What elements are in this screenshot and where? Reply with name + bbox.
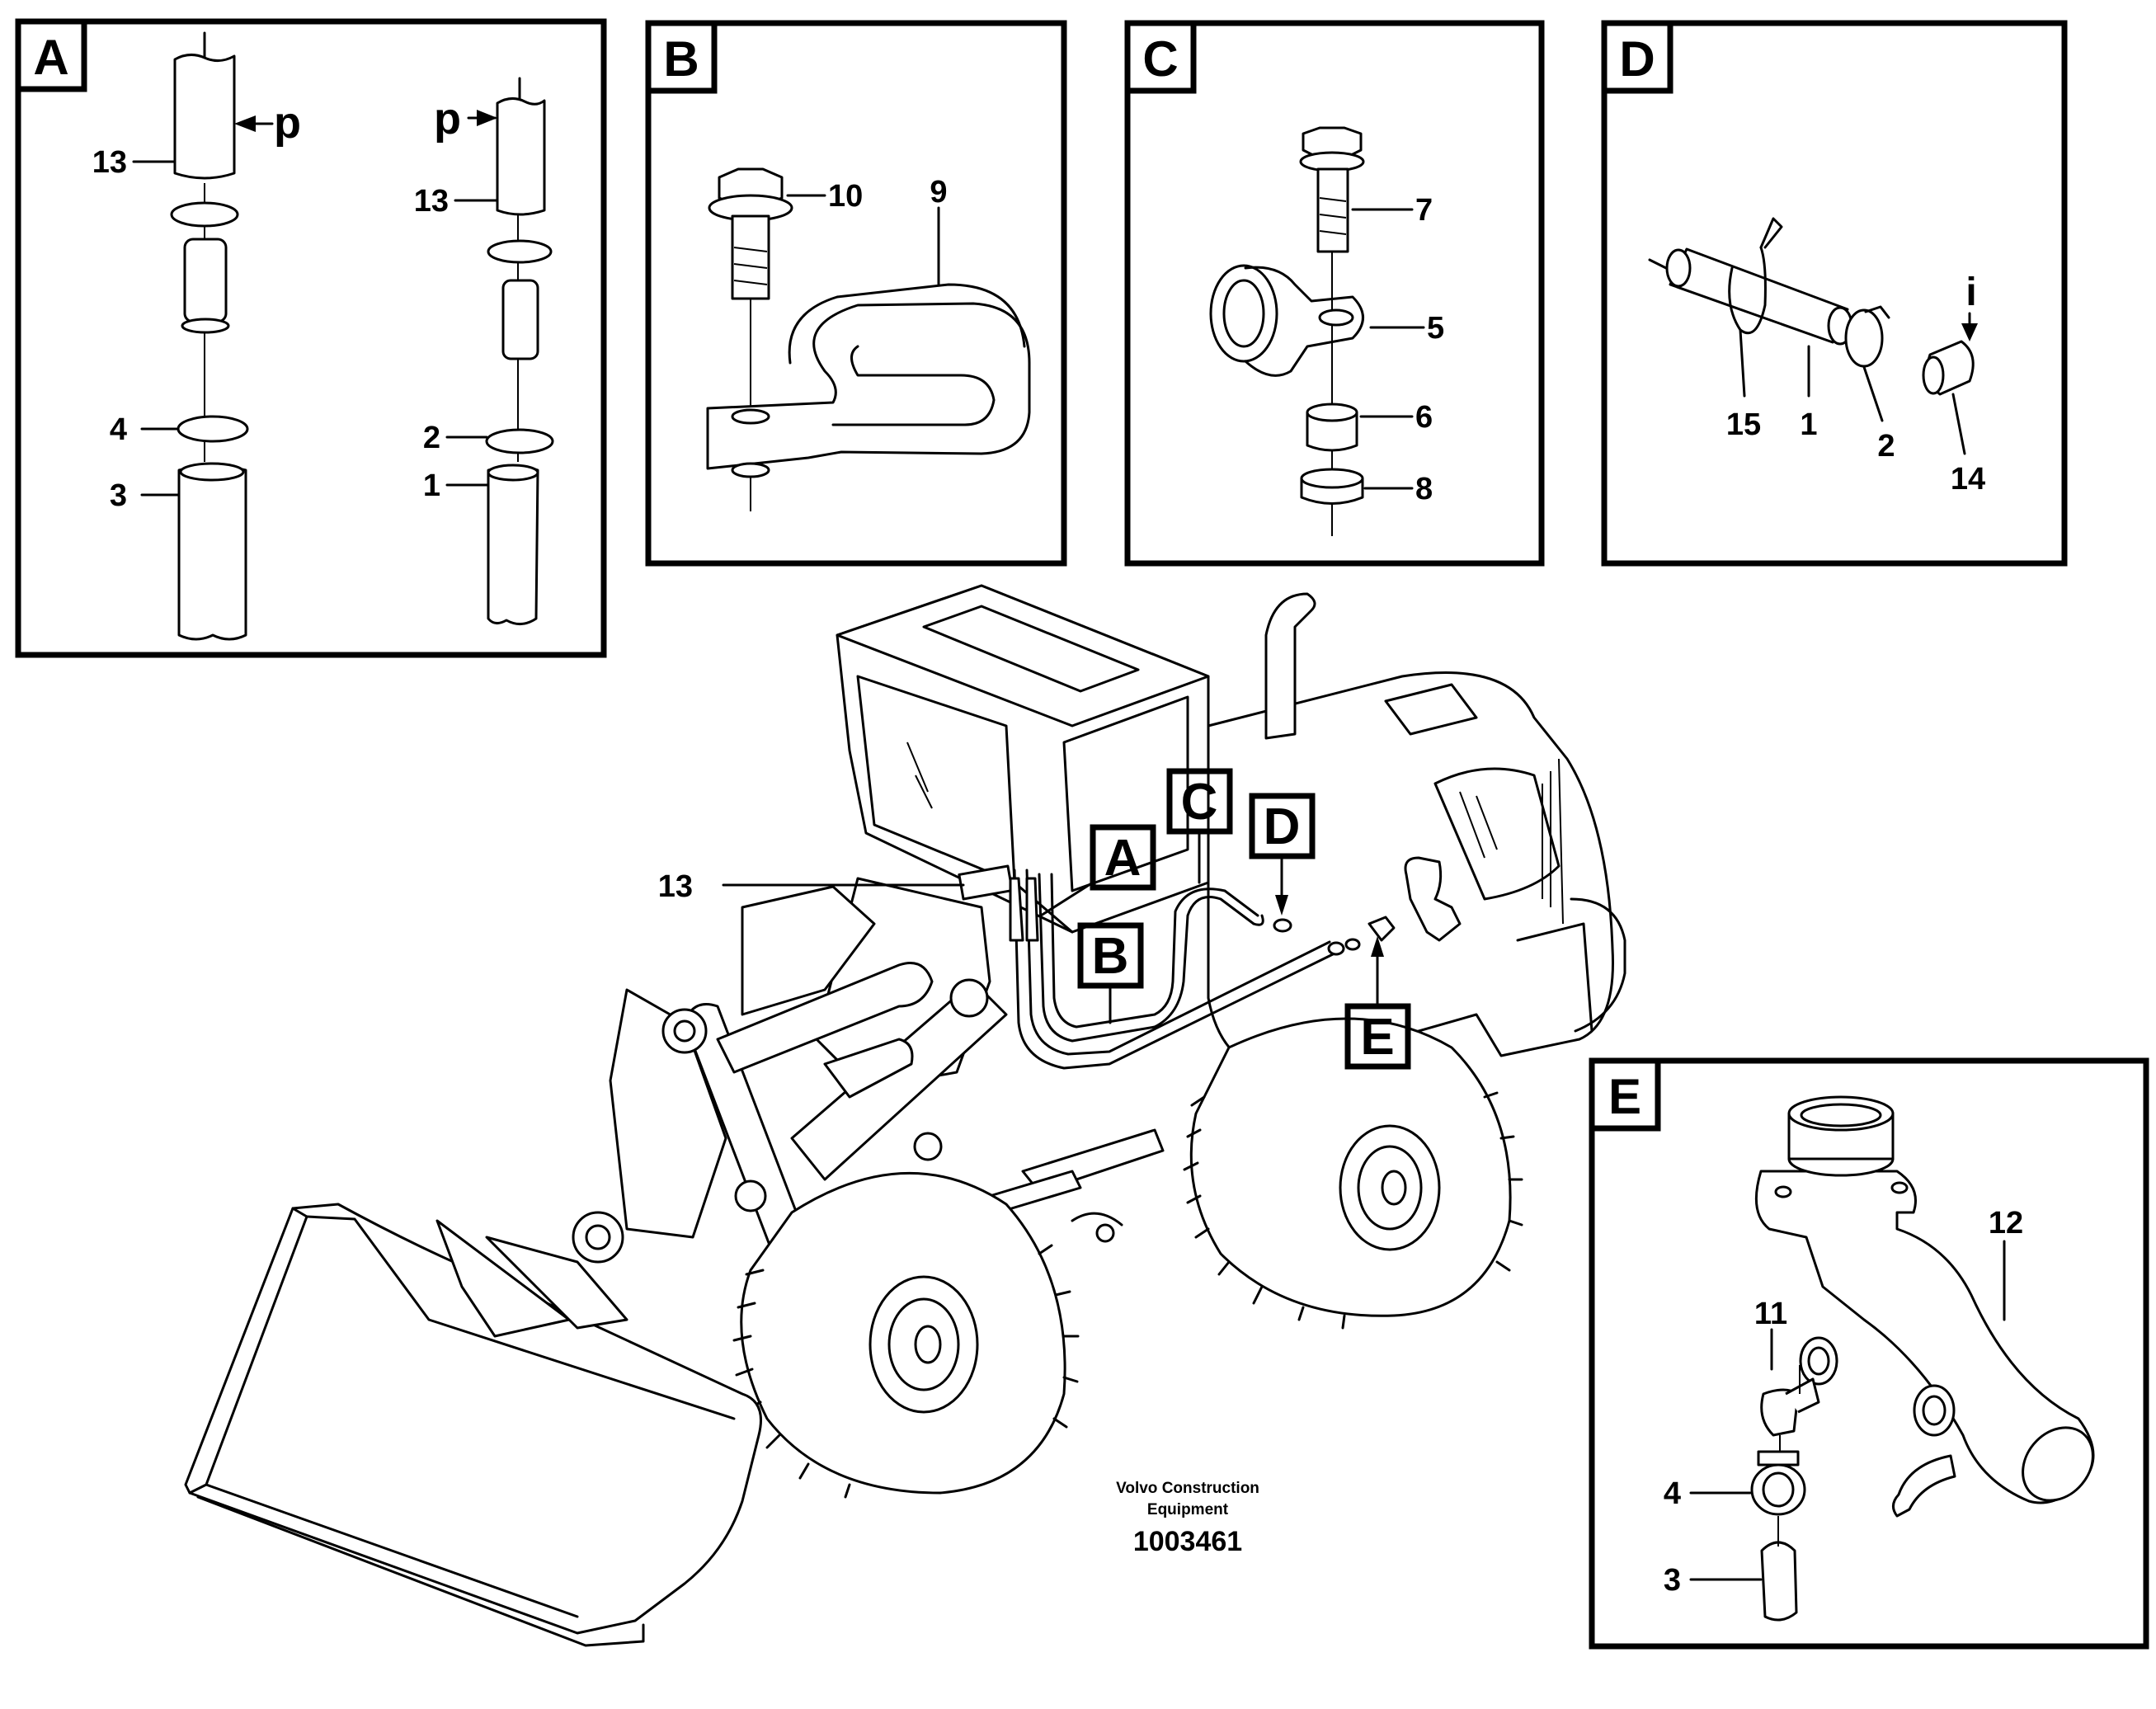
label-c-7: 7 <box>1415 193 1433 228</box>
callout-c: C <box>1166 768 1233 884</box>
label-a-1: 1 <box>423 468 440 503</box>
panel-e: E <box>1589 1057 2149 1650</box>
callout-b: B <box>1077 922 1144 1024</box>
panel-a: A <box>15 18 607 658</box>
panel-e-letter: E <box>1608 1069 1641 1124</box>
callout-d: D <box>1249 793 1316 916</box>
label-d-i: i <box>1965 271 1976 314</box>
label-a-13-right: 13 <box>414 184 449 219</box>
panel-b: B 10 9 <box>645 20 1067 567</box>
bolt-10 <box>708 167 793 511</box>
label-c-5: 5 <box>1427 311 1444 346</box>
panel-d: D i 15 1 2 14 <box>1601 20 2068 567</box>
label-e-12: 12 <box>1989 1206 2023 1241</box>
hose-1 <box>487 464 539 625</box>
drawing-number: 1003461 <box>1133 1526 1242 1557</box>
hose-3-e <box>1760 1541 1798 1622</box>
company-line-1: Volvo Construction <box>1116 1480 1259 1497</box>
company-line-2: Equipment <box>1147 1501 1229 1518</box>
panel-d-frame <box>1601 20 2068 567</box>
label-d-1: 1 <box>1800 407 1817 442</box>
label-b-9: 9 <box>930 175 947 210</box>
panel-b-letter-box <box>645 20 718 94</box>
panel-a-left-assembly <box>170 31 249 641</box>
panel-a-right-assembly <box>485 77 554 625</box>
label-a-p-right: p <box>434 94 461 144</box>
panel-a-letter-box <box>15 18 87 92</box>
panel-d-letter: D <box>1619 31 1655 87</box>
label-c-8: 8 <box>1415 472 1433 506</box>
callout-e: E <box>1344 936 1411 1070</box>
elbow-12 <box>1754 1095 2095 1518</box>
label-a-2: 2 <box>423 421 440 455</box>
label-d-2: 2 <box>1877 429 1895 464</box>
callout-c-label: C <box>1181 774 1218 831</box>
clamp-5 <box>1209 264 1364 377</box>
clamp-left-upper <box>170 201 239 228</box>
bolt-7 <box>1299 126 1365 536</box>
label-a-p-left: p <box>274 98 301 148</box>
label-e-11: 11 <box>1754 1297 1787 1331</box>
main-label-13: 13 <box>658 869 693 904</box>
hose-1-d <box>1648 247 1853 346</box>
rear-wheel <box>1183 1017 1523 1330</box>
panel-c: C 7 5 6 8 <box>1124 20 1545 567</box>
clamp-4-e <box>1750 1450 1806 1516</box>
label-a-13-left: 13 <box>92 145 127 180</box>
panel-e-letter-box <box>1589 1057 1661 1132</box>
label-d-14: 14 <box>1951 462 1985 497</box>
connector-left <box>183 238 228 323</box>
front-wheel <box>732 1171 1080 1499</box>
connector-right <box>501 279 539 360</box>
exhaust-stack <box>1264 592 1316 740</box>
loader-arms <box>572 877 1165 1305</box>
label-d-15: 15 <box>1726 407 1761 442</box>
clamp-4 <box>177 415 249 443</box>
panel-e-frame <box>1589 1057 2149 1650</box>
panel-c-frame <box>1124 20 1545 567</box>
cab <box>836 584 1210 934</box>
label-a-4: 4 <box>110 412 127 447</box>
bucket <box>184 1203 762 1647</box>
counterweight <box>1570 897 1626 1033</box>
panel-c-letter-box <box>1124 20 1197 94</box>
clamp-2-d <box>1844 305 1890 368</box>
wheel-loader-illustration: A B C D E 13 <box>184 584 1626 1647</box>
label-b-10: 10 <box>828 179 863 214</box>
hose-13-right <box>496 97 546 216</box>
hose-13-left <box>173 54 236 180</box>
clamp-right-upper <box>487 239 553 264</box>
footer: Volvo Construction Equipment 1003461 <box>1116 1480 1259 1557</box>
panel-a-letter: A <box>33 30 68 85</box>
panel-b-frame <box>645 20 1067 567</box>
label-e-3: 3 <box>1664 1563 1681 1598</box>
callout-a: A <box>1039 824 1156 917</box>
callout-e-label: E <box>1360 1009 1394 1066</box>
hose-3 <box>177 464 247 641</box>
hose-routing <box>958 856 1462 1070</box>
callout-a-label: A <box>1104 830 1142 887</box>
label-c-6: 6 <box>1415 400 1433 435</box>
panel-d-letter-box <box>1601 20 1673 94</box>
fitting-11 <box>1760 1365 1820 1452</box>
clip-9 <box>706 283 1031 511</box>
panel-c-letter: C <box>1142 31 1178 87</box>
tie-15 <box>1728 217 1783 335</box>
panel-b-letter: B <box>663 31 699 87</box>
label-e-4: 4 <box>1664 1476 1681 1511</box>
clamp-2 <box>485 428 554 454</box>
label-a-3: 3 <box>110 478 127 513</box>
callout-d-label: D <box>1264 798 1301 855</box>
callout-b-label: B <box>1092 928 1129 985</box>
panel-a-frame <box>15 18 607 658</box>
